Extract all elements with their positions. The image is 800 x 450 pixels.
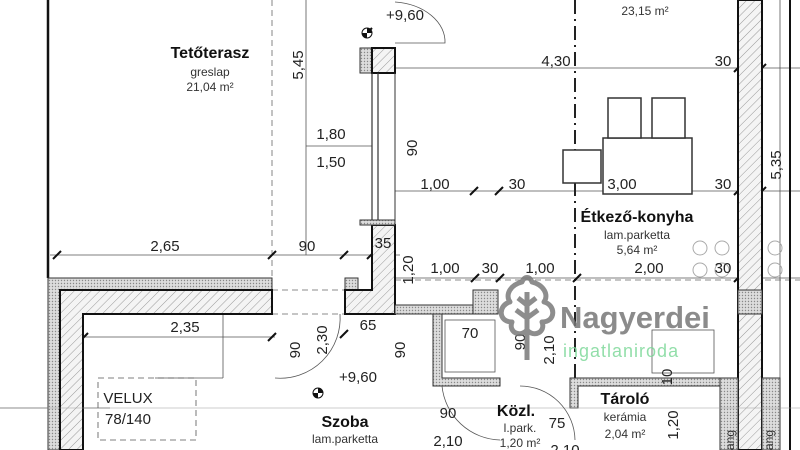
watermark: Nagyerdei ingatlaniroda (498, 275, 710, 361)
dimension-label: 1,50 (316, 154, 345, 171)
furniture (97, 1, 783, 441)
watermark-sub: ingatlaniroda (563, 341, 679, 361)
room-corridor: Közl. l.park. 1,20 m² (497, 403, 540, 450)
dimension-label: 2,00 (634, 260, 663, 277)
dimension-label: 90 (404, 140, 421, 157)
dimension-label: 90 (299, 238, 316, 255)
dimension-label: 5,45 (290, 50, 307, 79)
window-label: VELUX (103, 390, 152, 407)
dimension-label: 30 (715, 176, 732, 193)
level-label: +9,60 (386, 7, 424, 24)
dimension-label: 3,00 (607, 176, 636, 193)
room-bedroom: Szoba lam.parketta (312, 414, 378, 446)
room-storage: Tároló kerámia 2,04 m² (601, 391, 650, 441)
dimension-label: 2,10 (550, 442, 579, 450)
dimension-label: 2,10 (541, 335, 558, 364)
room-area: 23,15 m² (621, 4, 668, 18)
room-floor: lam.parketta (312, 432, 378, 446)
level-marker-icon (312, 387, 324, 399)
room-area: 21,04 m² (186, 80, 233, 94)
room-name: Szoba (321, 414, 368, 431)
dimension-label: 90 (392, 342, 409, 359)
side-label: ang (723, 430, 737, 450)
room-floor: kerámia (604, 410, 647, 424)
dimension-label: 1,00 (525, 260, 554, 277)
dimension-label: 1,00 (430, 260, 459, 277)
watermark-brand: Nagyerdei (560, 300, 710, 335)
dimension-label: 30 (715, 260, 732, 277)
level-label: +9,60 (339, 369, 377, 386)
dimension-label: 75 (549, 415, 566, 432)
room-name: Tetőterasz (171, 45, 250, 62)
dimension-label: 2,10 (433, 433, 462, 450)
room-terrace: Tetőterasz greslap 21,04 m² (171, 45, 250, 94)
room-floor: lam.parketta (604, 228, 670, 242)
dimension-label: 30 (509, 176, 526, 193)
dimension-label: 1,20 (665, 410, 682, 439)
dimension-label: 35 (375, 235, 392, 252)
dimension-label: 10 (659, 369, 676, 386)
side-label: ang (762, 430, 776, 450)
room-name: Tároló (601, 391, 650, 408)
room-floor: l.park. (504, 421, 537, 435)
dimension-label: 1,80 (316, 126, 345, 143)
dimension-label: 65 (360, 317, 377, 334)
tree-logo-icon (498, 275, 556, 360)
dimension-label: 2,65 (150, 238, 179, 255)
dimension-label: 1,20 (400, 255, 417, 284)
dimension-label: 90 (287, 342, 304, 359)
dimension-label: 1,00 (420, 176, 449, 193)
dimension-label: 4,30 (541, 53, 570, 70)
dimension-label: 70 (462, 325, 479, 342)
level-marker-icon (361, 27, 373, 39)
room-area: 1,20 m² (500, 436, 541, 450)
dimension-label: 2,30 (314, 325, 331, 354)
dimension-label: 30 (482, 260, 499, 277)
dimension-label: 30 (715, 53, 732, 70)
dimension-labels: 5,45 1,80 1,50 90 4,30 30 1,00 30 3,00 3… (150, 50, 785, 450)
room-name: Közl. (497, 403, 535, 420)
room-name: Étkező-konyha (581, 207, 694, 226)
dimension-label: 5,35 (768, 150, 785, 179)
room-floor: greslap (190, 65, 230, 79)
room-area: 2,04 m² (605, 427, 646, 441)
window-label: 78/140 (105, 411, 151, 428)
dimension-label: 2,35 (170, 319, 199, 336)
dimension-label: 90 (440, 405, 457, 422)
room-kitchen: Étkező-konyha lam.parketta 5,64 m² (581, 207, 694, 257)
room-area: 5,64 m² (617, 243, 658, 257)
